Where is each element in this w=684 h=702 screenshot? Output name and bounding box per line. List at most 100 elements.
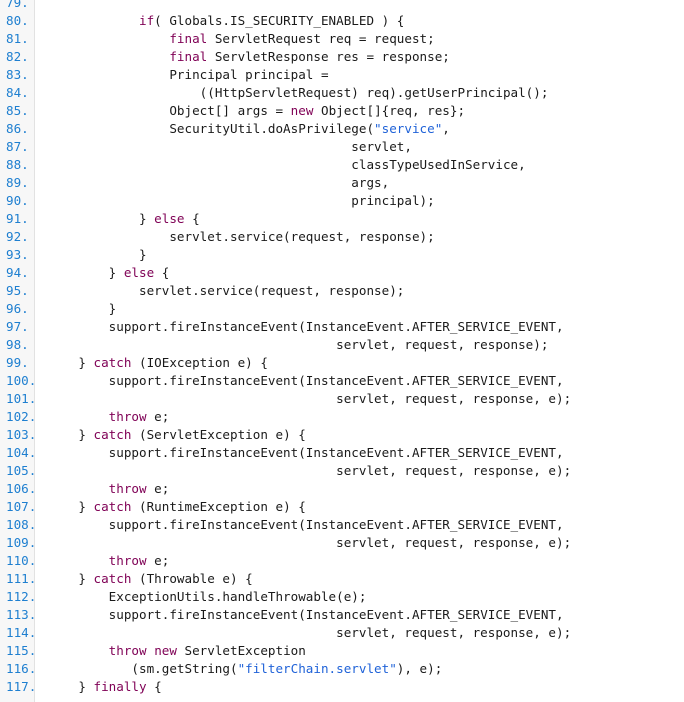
code-text: SecurityUtil.doAsPrivilege("service", [48,120,450,138]
code-text: throw e; [48,408,170,426]
code-line: 95. servlet.service(request, response); [0,282,684,300]
code-token: } [139,247,147,262]
keyword-token: else [154,211,185,226]
line-number: 81. [6,31,29,46]
line-number-gutter [0,0,35,702]
code-line: 108. support.fireInstanceEvent(InstanceE… [0,516,684,534]
line-number: 116. [6,661,37,676]
line-number: 87. [6,139,29,154]
code-line: 80. if( Globals.IS_SECURITY_ENABLED ) { [0,12,684,30]
line-number: 93. [6,247,29,262]
code-token: servlet, request, response); [336,337,549,352]
code-token: e; [146,553,170,568]
line-number: 109. [6,535,37,550]
code-line: 88. classTypeUsedInService, [0,156,684,174]
keyword-token: new [290,103,314,118]
code-text: } else { [48,210,200,228]
code-token: (Throwable e) { [131,571,253,586]
code-text: (sm.getString("filterChain.servlet"), e)… [48,660,442,678]
code-text: servlet.service(request, response); [48,228,434,246]
line-number: 97. [6,319,29,334]
code-text: final ServletRequest req = request; [48,30,434,48]
line-number: 115. [6,643,37,658]
code-text: support.fireInstanceEvent(InstanceEvent.… [48,372,564,390]
code-text: } catch (IOException e) { [48,354,268,372]
keyword-token: throw [108,409,147,424]
code-line: 98. servlet, request, response); [0,336,684,354]
code-text: servlet.service(request, response); [48,282,404,300]
code-line: 111. } catch (Throwable e) { [0,570,684,588]
code-token: servlet, request, response, e); [336,463,572,478]
line-number: 80. [6,13,29,28]
code-line: 99. } catch (IOException e) { [0,354,684,372]
line-number: 103. [6,427,37,442]
line-number: 95. [6,283,29,298]
line-number: 91. [6,211,29,226]
code-text: } else { [48,264,170,282]
code-text: if( Globals.IS_SECURITY_ENABLED ) { [48,12,404,30]
line-number: 96. [6,301,29,316]
code-text: servlet, request, response, e); [48,390,571,408]
line-number: 94. [6,265,29,280]
keyword-token: final [169,31,208,46]
keyword-token: finally [93,679,147,694]
code-line: 89. args, [0,174,684,192]
code-token: { [146,679,162,694]
code-token: SecurityUtil.doAsPrivilege( [169,121,375,136]
code-text: throw e; [48,552,170,570]
code-text: } catch (ServletException e) { [48,426,306,444]
line-number: 117. [6,679,37,694]
code-text: } catch (Throwable e) { [48,570,253,588]
code-line: 109. servlet, request, response, e); [0,534,684,552]
keyword-token: catch [93,571,132,586]
code-token: (sm.getString( [131,661,238,676]
code-text: servlet, [48,138,412,156]
keyword-token: catch [93,355,132,370]
code-token: support.fireInstanceEvent(InstanceEvent.… [108,445,564,460]
code-token: Object[] args = [169,103,291,118]
line-number: 88. [6,157,29,172]
code-text: throw e; [48,480,170,498]
line-number: 82. [6,49,29,64]
code-line: 85. Object[] args = new Object[]{req, re… [0,102,684,120]
code-token: support.fireInstanceEvent(InstanceEvent.… [108,319,564,334]
line-number: 111. [6,571,37,586]
line-number: 84. [6,85,29,100]
code-text: final ServletResponse res = response; [48,48,450,66]
code-line: 101. servlet, request, response, e); [0,390,684,408]
line-number: 114. [6,625,37,640]
code-token: } [139,211,155,226]
code-text: classTypeUsedInService, [48,156,526,174]
line-number: 105. [6,463,37,478]
keyword-token: throw [108,553,147,568]
code-line: 81. final ServletRequest req = request; [0,30,684,48]
code-token: { [184,211,200,226]
code-text: servlet, request, response, e); [48,534,571,552]
code-token: servlet.service(request, response); [139,283,405,298]
code-token: support.fireInstanceEvent(InstanceEvent.… [108,517,564,532]
code-text: } catch (RuntimeException e) { [48,498,305,516]
line-number: 89. [6,175,29,190]
code-line: 90. principal); [0,192,684,210]
code-text: Principal principal = [48,66,328,84]
code-line: 116. (sm.getString("filterChain.servlet"… [0,660,684,678]
code-line: 104. support.fireInstanceEvent(InstanceE… [0,444,684,462]
line-number: 113. [6,607,37,622]
line-number: 110. [6,553,37,568]
code-text: Object[] args = new Object[]{req, res}; [48,102,465,120]
keyword-token: catch [93,499,132,514]
code-token: (ServletException e) { [131,427,306,442]
code-line: 103. } catch (ServletException e) { [0,426,684,444]
line-number: 98. [6,337,29,352]
code-text: } finally { [48,678,162,696]
code-text: support.fireInstanceEvent(InstanceEvent.… [48,606,564,624]
code-token: ( Globals.IS_SECURITY_ENABLED ) { [154,13,405,28]
string-token: "service" [374,121,443,136]
code-line: 107. } catch (RuntimeException e) { [0,498,684,516]
code-token: classTypeUsedInService, [351,157,526,172]
code-token: support.fireInstanceEvent(InstanceEvent.… [108,373,564,388]
code-token: servlet, request, response, e); [336,535,572,550]
code-text: servlet, request, response); [48,336,548,354]
code-token: } [108,265,124,280]
